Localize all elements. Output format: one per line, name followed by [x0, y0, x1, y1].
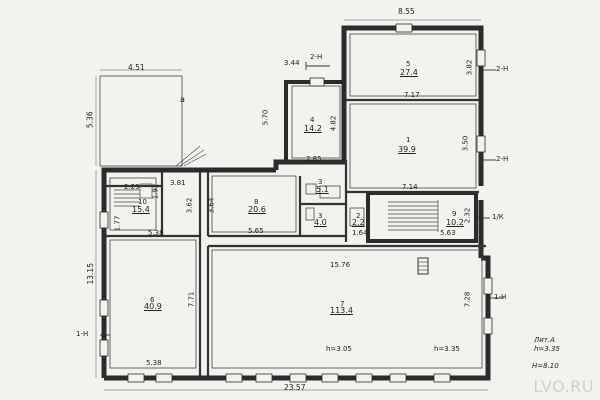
dim-room8-height-2: 3.64: [207, 197, 216, 214]
dim-left-room-width: 5.38: [148, 229, 164, 237]
dim-stair-height: 1.92: [151, 183, 160, 200]
room-1-area: 39.9: [398, 145, 416, 154]
room-4-area: 14.2: [304, 124, 322, 133]
room-4-number: 4: [310, 116, 315, 124]
dim-room8-height: 3.62: [185, 197, 194, 214]
room-7-area: 113.4: [330, 306, 353, 315]
legend-h1: h=3.35: [534, 345, 560, 353]
stair-block-wall: [366, 191, 478, 243]
dim-stair-width: 2.29: [124, 183, 140, 191]
annex-outline: [99, 75, 183, 167]
room-1-number: 1: [406, 136, 411, 144]
dim-room1-width: 7.14: [402, 183, 418, 191]
room-3-number: 3: [318, 212, 323, 220]
dim-total-width: 23.57: [284, 383, 306, 392]
dim-room4-bottom: 2.85: [306, 155, 322, 163]
dim-room4-depth: 4.82: [329, 115, 338, 132]
dim-left-inner-width: 1.77: [113, 215, 122, 232]
ceiling-height-left: h=3.05: [326, 345, 352, 353]
inner-thin: [109, 33, 483, 369]
legend-h2: H=8.10: [532, 362, 559, 370]
windows: [99, 23, 493, 383]
section-1n-left: 1-Н: [76, 330, 89, 338]
dim-left-height: 13.15: [85, 263, 95, 285]
section-2n-right-mid: 2-Н: [496, 155, 509, 163]
room4-walls: [284, 80, 346, 162]
dim-room4-height: 5.70: [261, 109, 270, 126]
room-9-area: 10.2: [446, 218, 464, 227]
dimension-lines: [95, 19, 488, 391]
dim-room1-height: 3.50: [461, 135, 470, 152]
section-1n-right: 1-Н: [494, 293, 507, 301]
room-7-number: 7: [340, 300, 345, 308]
room-3a-area: 5.1: [316, 185, 329, 194]
room-10-area: 15.4: [132, 205, 150, 214]
legend-lit: Лит.А: [534, 336, 555, 344]
room-3a-number: 3: [318, 178, 323, 186]
section-2n-top: 2-Н: [310, 53, 323, 61]
dim-big-room-width: 15.76: [330, 261, 351, 269]
annex-stair: [175, 145, 201, 167]
section-marks: [100, 62, 504, 336]
section-2n-right-top: 2-Н: [496, 65, 509, 73]
dim-room3-width: 3.81: [170, 179, 186, 187]
room-8-number: 8: [254, 198, 259, 206]
dim-room6-height: 7.71: [187, 291, 196, 308]
room-2-area: 2.2: [352, 218, 365, 227]
inner-walls: [106, 98, 486, 376]
room-6-area: 40.9: [144, 302, 162, 311]
dim-small-width: 1.64: [352, 229, 368, 237]
room-10-number: 10: [138, 198, 147, 206]
room-6-number: 6: [150, 296, 155, 304]
ceiling-height-right: h=3.35: [434, 345, 460, 353]
room-9-number: 9: [452, 210, 457, 218]
annex-letter: a: [180, 95, 185, 104]
dim-room5-height: 3.82: [465, 59, 474, 76]
room-3-area: 4.0: [314, 218, 327, 227]
left-stair: [114, 183, 153, 207]
dim-annex-width: 4.51: [128, 63, 145, 72]
bath-fixtures: [305, 183, 365, 227]
dim-right-height: 7.28: [463, 291, 472, 308]
watermark: LVO.RU: [533, 377, 594, 396]
dim-left-room-bottom: 5.38: [146, 359, 162, 367]
dim-annex-height: 5.36: [85, 111, 95, 129]
dim-room8-width: 5.65: [248, 227, 264, 235]
dim-stair-right-height: 2.32: [463, 207, 472, 224]
room-8-area: 20.6: [248, 205, 266, 214]
annex-stair: [179, 149, 205, 167]
room-5-number: 5: [406, 60, 411, 68]
right-stair: [388, 200, 439, 232]
dim-room5-width: 7.17: [404, 91, 420, 99]
room-2-number: 2: [356, 212, 361, 220]
section-1k: 1/К: [492, 213, 504, 221]
room-5-area: 27.4: [400, 68, 418, 77]
dim-stair-right-width: 5.63: [440, 229, 456, 237]
dim-small-top-width: 3.44: [284, 59, 300, 67]
annex-stair: [183, 153, 207, 167]
dim-top-right-width: 8.55: [398, 7, 415, 16]
